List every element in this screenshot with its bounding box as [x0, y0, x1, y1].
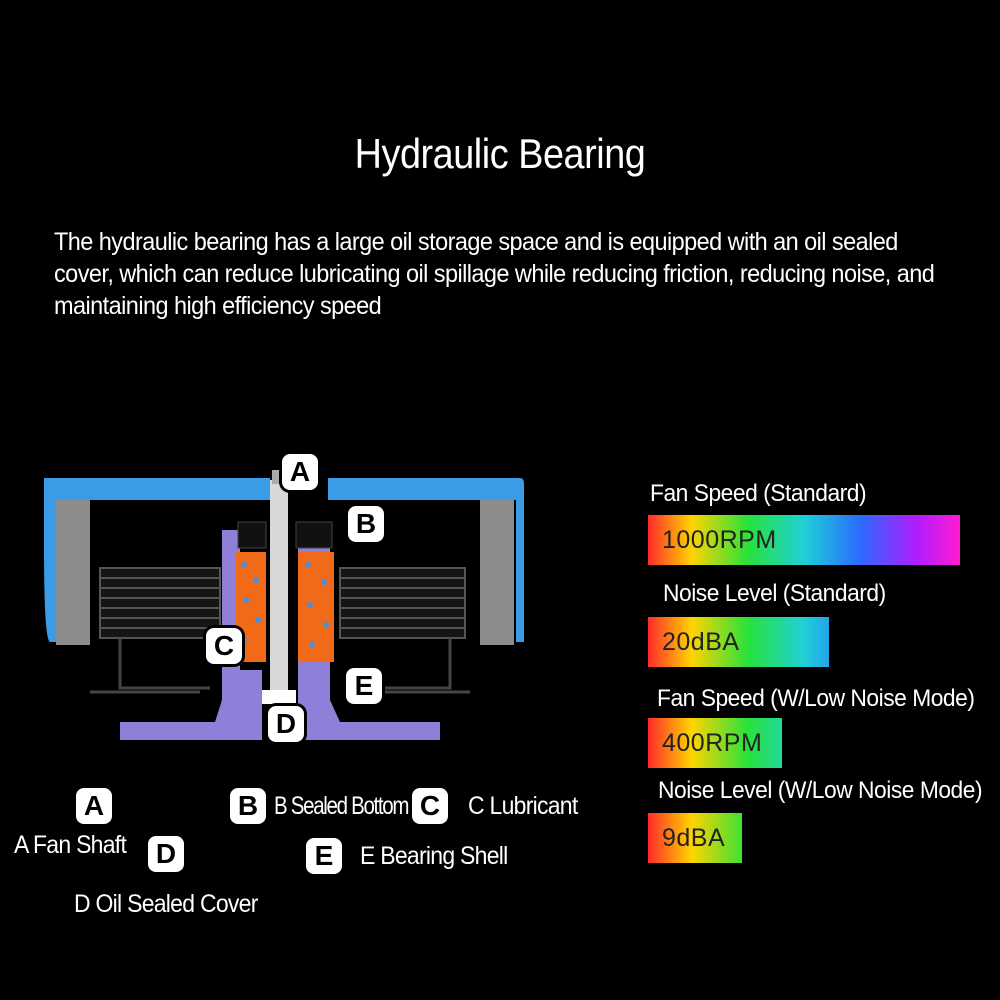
spec-value: 9dBA [662, 824, 726, 852]
page-title: Hydraulic Bearing [354, 130, 646, 177]
callout-b-badge: B [348, 506, 384, 542]
legend-b-badge: B [230, 788, 266, 824]
legend-a-badge: A [76, 788, 112, 824]
legend-e-badge: E [306, 838, 342, 874]
legend-c-badge: C [412, 788, 448, 824]
callout-d-badge: D [268, 706, 304, 742]
spec-bar-fan-speed-standard: 1000RPM [648, 515, 960, 565]
spec-value: 400RPM [662, 729, 763, 757]
spec-title-noise-standard: Noise Level (Standard) [663, 580, 886, 607]
legend-d-badge: D [148, 836, 184, 872]
callout-c-badge: C [206, 628, 242, 664]
stator-coil-right [339, 567, 466, 639]
callout-a-badge: A [282, 454, 318, 490]
stator-coil-left [99, 567, 221, 639]
spec-bar-noise-low-noise: 9dBA [648, 813, 742, 863]
description: The hydraulic bearing has a large oil st… [54, 228, 935, 320]
spec-bar-fan-speed-low-noise: 400RPM [648, 718, 782, 768]
oil-sealed-cover [262, 690, 296, 704]
spec-value: 20dBA [662, 628, 740, 656]
fan-housing [44, 478, 270, 642]
legend-d-label: D Oil Sealed Cover [74, 890, 258, 918]
callout-e-badge: E [346, 668, 382, 704]
legend-e-label: E Bearing Shell [360, 842, 508, 870]
spec-title-noise-low-noise: Noise Level (W/Low Noise Mode) [658, 777, 983, 804]
fan-housing-right [328, 478, 524, 642]
bearing-diagram [44, 470, 524, 740]
spec-value: 1000RPM [662, 526, 777, 554]
spec-title-fan-speed-low-noise: Fan Speed (W/Low Noise Mode) [657, 685, 975, 712]
lubricant-right [298, 552, 334, 662]
legend-c-label: C Lubricant [468, 792, 578, 820]
fan-shaft [270, 480, 288, 698]
spec-title-fan-speed-standard: Fan Speed (Standard) [650, 480, 867, 507]
legend-a-label: A Fan Shaft [14, 831, 127, 859]
legend-b-label: B Sealed Bottom [274, 792, 409, 820]
bearing-shell [120, 530, 262, 740]
spec-bar-noise-standard: 20dBA [648, 617, 829, 667]
